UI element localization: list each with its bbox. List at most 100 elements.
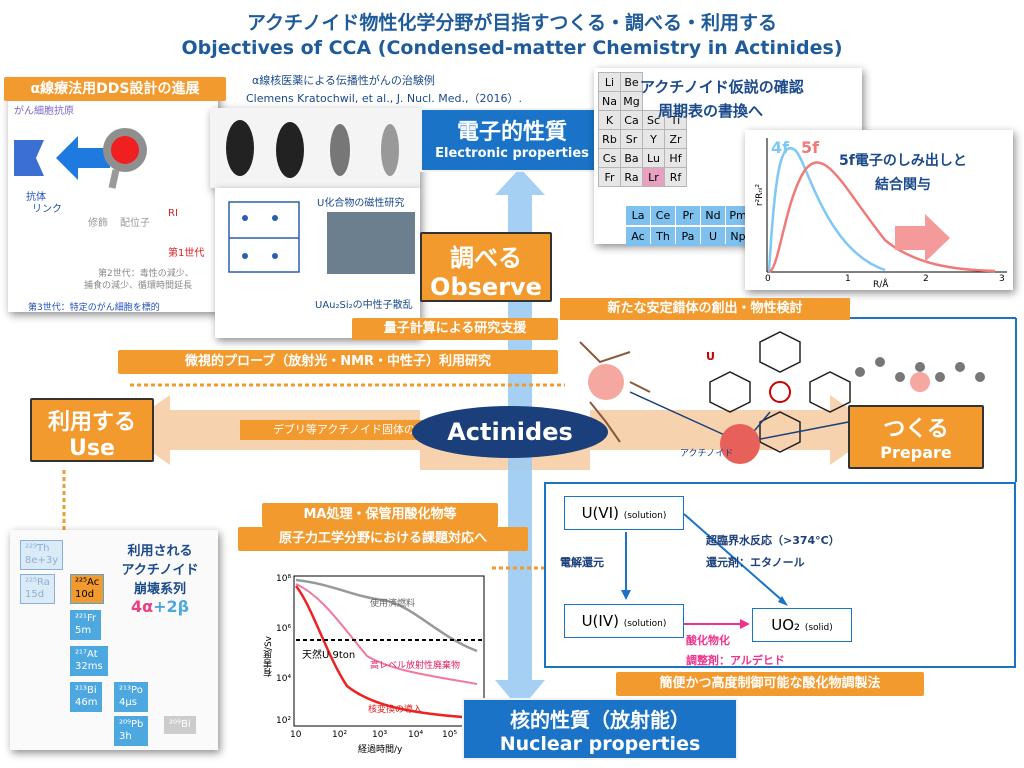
- actinoid-label: アクチノイド: [680, 449, 734, 459]
- complex-structures: [579, 331, 985, 464]
- label-4f: 4f: [771, 138, 790, 157]
- element-cell: Zr: [664, 129, 687, 149]
- element-cell: Ac: [626, 227, 650, 246]
- oxide-method-box: 簡便かつ高度制御可能な酸化物調製法: [616, 672, 924, 696]
- clinical-scans: [210, 108, 420, 188]
- element-cell: Np: [726, 227, 750, 246]
- observe-box: 調べる Observe: [420, 232, 552, 302]
- orbital-panel: 4f 5f 5f電子のしみ出しと 結合関与 r²Rₙₗ² 0 1 2 3 R/Å: [745, 130, 1013, 290]
- element-cell: Nd: [701, 206, 725, 225]
- xtick-5: 10⁵: [442, 730, 458, 740]
- title-english: Objectives of CCA (Condensed-matter Chem…: [181, 37, 843, 59]
- orbital-xtick-3: 3: [999, 274, 1005, 284]
- radiotoxicity-chart: 有害度/Sv 10⁸ 10⁶ 10⁴ 10² 10 10² 10³ 10⁴ 10…: [262, 556, 492, 756]
- ligand-label: 配位子: [120, 218, 150, 229]
- chart-xlabel: 経過時間/y: [358, 745, 403, 755]
- decay-title-1: 利用される: [127, 544, 193, 559]
- f-block: LaCePrNdPmSm AcThPaUNpPu: [626, 206, 775, 246]
- element-cell: Pa: [676, 227, 700, 246]
- orbital-xtick-0: 0: [765, 274, 771, 284]
- ytick-1: 10⁸: [276, 574, 292, 584]
- element-cell: Be: [620, 72, 643, 92]
- ytick-4: 10²: [276, 716, 292, 726]
- element-cell: Na: [598, 91, 621, 111]
- element-cell: Pr: [676, 206, 700, 225]
- decay-title: 利用される アクチノイド 崩壊系列 4α+2β: [110, 540, 210, 616]
- ytick-3: 10⁴: [276, 674, 292, 684]
- title-japanese: アクチノイド物性化学分野が目指すつくる・調べる・利用する: [246, 12, 778, 34]
- element-cell: Rf: [664, 167, 687, 187]
- regulator-label: 調整剤：アルデヒド: [686, 654, 785, 667]
- orbital-xlabel: R/Å: [873, 280, 889, 290]
- element-cell: Hf: [664, 148, 687, 168]
- electronic-ja: 電子的性質: [456, 120, 567, 145]
- orbital-ylabel: r²Rₙₗ²: [755, 183, 766, 207]
- xtick-3: 10³: [372, 730, 388, 740]
- scw-label: 超臨界水反応（>374°C）: [706, 534, 840, 547]
- orbital-text-1: 5f電子のしみ出しと: [839, 153, 967, 169]
- hlw-label: 高レベル放射性廃棄物: [370, 661, 461, 671]
- element-cell: Lu: [642, 148, 665, 168]
- dds-diagram: [14, 128, 147, 189]
- nuclear-properties-box: 核的性質（放射能） Nuclear properties: [462, 698, 738, 760]
- uvi-sub: (solution): [623, 511, 667, 521]
- element-cell: Li: [598, 72, 621, 92]
- uo2-sub: (solid): [804, 623, 833, 633]
- element-cell: Mg: [620, 91, 643, 111]
- magnetism-panel: U化合物の磁性研究 UAu₂Si₂の中性子散乱: [215, 188, 420, 338]
- prepare-ja: つくる: [883, 417, 949, 442]
- alpha-therapy-panel: がん細胞抗原 抗体 リンク 修飾 配位子 RI 第1世代 第2世代：毒性の減少、…: [8, 80, 218, 313]
- decay-title-2: アクチノイド: [121, 563, 199, 578]
- radiotoxicity-plot: [293, 575, 485, 727]
- nuclear-ja: 核的性質（放射能）: [510, 708, 690, 732]
- uvi-box: U(VI) (solution): [564, 496, 684, 530]
- element-cell: La: [626, 206, 650, 225]
- crystal-structure: [228, 201, 300, 273]
- uo2-label: UO₂: [771, 616, 801, 634]
- element-cell: Ca: [620, 110, 643, 130]
- quantum-box: 量子計算による研究支援: [352, 318, 558, 340]
- ytick-2: 10⁶: [276, 624, 292, 634]
- alpha-therapy-title: α線療法用DDS設計の進展: [4, 77, 226, 101]
- observe-en: Observe: [430, 273, 542, 301]
- complex-title: 新たな安定錯体の創出・物性検討: [560, 298, 850, 320]
- label-5f: 5f: [801, 138, 820, 157]
- clinical-reference: Clemens Kratochwil, et al., J. Nucl. Med…: [246, 92, 522, 105]
- ri-label: RI: [168, 208, 178, 219]
- uiv-label: U(IV): [581, 612, 619, 630]
- chemistry-arrows: [621, 513, 788, 629]
- element-cell: U: [701, 227, 725, 246]
- clinical-caption: α線核医薬による伝播性がんの治験例: [252, 74, 435, 87]
- element-cell: Ba: [620, 148, 643, 168]
- use-en: Use: [69, 436, 115, 461]
- prepare-box: つくる Prepare: [848, 405, 984, 469]
- scan-images: [226, 120, 399, 178]
- element-cell: Cs: [598, 148, 621, 168]
- oxidation-label: 酸化物化: [686, 634, 730, 647]
- use-box: 利用する Use: [30, 398, 154, 462]
- element-cell: Y: [642, 129, 665, 149]
- ptable-subtitle: 周期表の書換へ: [658, 102, 764, 120]
- nuclear-en: Nuclear properties: [499, 733, 701, 755]
- gen3-label: 第3世代：特定のがん細胞を標的: [28, 303, 160, 313]
- uvi-label: U(VI): [581, 504, 619, 522]
- antibody-label: 抗体: [26, 192, 46, 203]
- element-cell: Fr: [598, 167, 621, 187]
- element-cell: Rb: [598, 129, 621, 149]
- modification-label: 修飾: [88, 218, 108, 229]
- decay-title-3: 崩壊系列: [133, 582, 186, 597]
- natural-u-label: 天然U 9ton: [302, 650, 356, 661]
- element-cell: Ce: [651, 206, 675, 225]
- chemistry-panel: U(VI) (solution) U(IV) (solution) UO₂ (s…: [544, 482, 1016, 668]
- antigen-label: がん細胞抗原: [14, 106, 74, 117]
- orbital-chart: [766, 138, 1007, 274]
- electro-label: 電解還元: [560, 556, 604, 569]
- ma-line-1: MA処理・保管用酸化物等: [262, 503, 498, 527]
- element-cell: Pm: [726, 206, 750, 225]
